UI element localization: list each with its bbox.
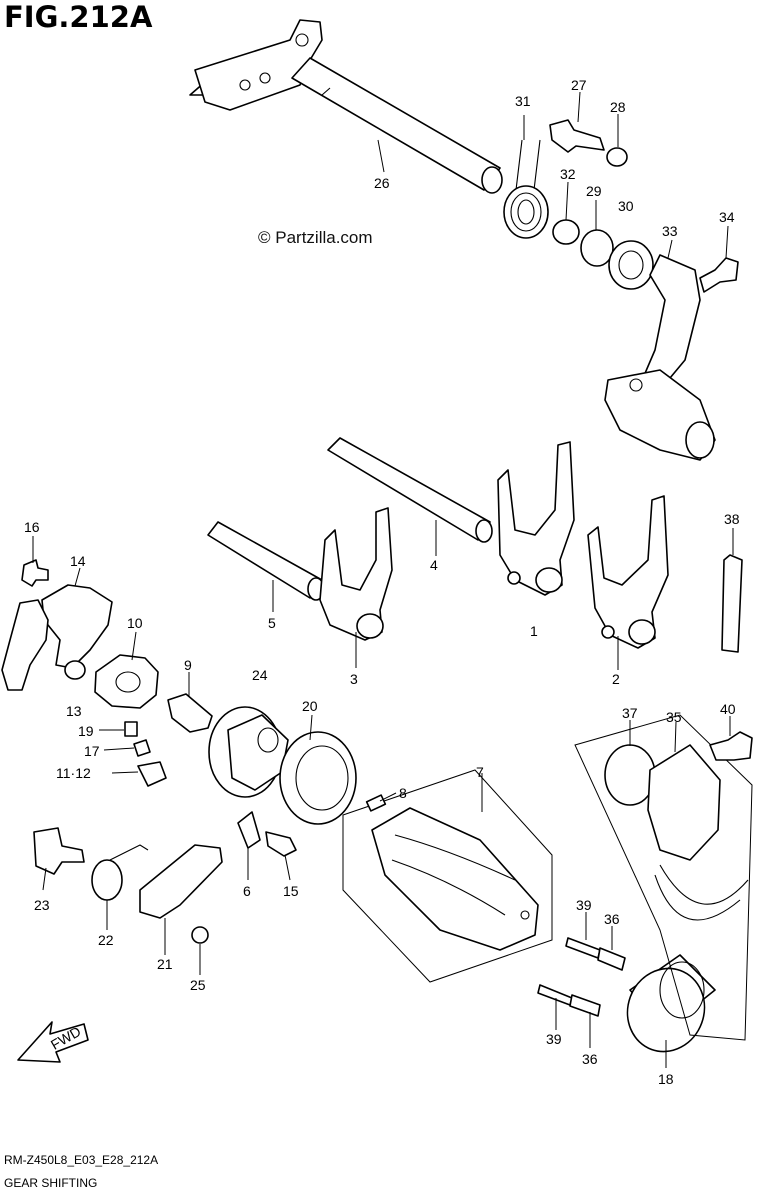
part-6-plate (237, 811, 261, 849)
part-10-cam-driven-gear (94, 654, 159, 709)
part-2-shift-fork (587, 495, 669, 649)
callout-39-a: 39 (576, 897, 592, 913)
callout-27: 27 (571, 77, 587, 93)
part-37-o-ring (604, 744, 656, 806)
callout-15: 15 (283, 883, 299, 899)
callout-23: 23 (34, 897, 50, 913)
callout-5: 5 (268, 615, 276, 631)
model-code: RM-Z450L8_E03_E28_212A (4, 1153, 159, 1167)
callout-36-b: 36 (582, 1051, 598, 1067)
part-21-shift-arm (139, 844, 223, 919)
part-11-12-plate (137, 761, 167, 787)
figure-description: GEAR SHIFTING (4, 1176, 98, 1190)
part-39-spring-a (565, 937, 601, 959)
callout-17: 17 (84, 743, 100, 759)
part-29-washer (580, 229, 614, 267)
part-3-shift-fork (319, 507, 393, 641)
part-4-fork-shaft (327, 437, 491, 541)
callout-6: 6 (243, 883, 251, 899)
part-25-washer (191, 926, 209, 944)
part-4-end (475, 519, 493, 543)
callout-34: 34 (719, 209, 735, 225)
part-36-plunger-b (569, 994, 601, 1017)
callout-11-12: 11·12 (56, 765, 91, 781)
part-36-plunger-a (597, 947, 626, 971)
callout-21: 21 (157, 956, 173, 972)
part-18-needle-bearing (626, 954, 716, 1053)
part-17-pawl (133, 739, 151, 757)
callout-14: 14 (70, 553, 86, 569)
part-15-bolt (265, 831, 297, 857)
part-1-shift-fork (497, 441, 575, 596)
callout-16: 16 (24, 519, 40, 535)
leader-lines (32, 91, 734, 1068)
callout-20: 20 (302, 698, 318, 714)
part-7-gearshift-cam (371, 807, 539, 951)
callout-36-a: 36 (604, 911, 620, 927)
callout-33: 33 (662, 223, 678, 239)
callout-26: 26 (374, 175, 390, 191)
callout-10: 10 (127, 615, 143, 631)
callout-38: 38 (724, 511, 740, 527)
part-30-oil-seal (608, 240, 654, 290)
part-27-bolt (549, 119, 605, 153)
part-26-gearshift-shaft (189, 19, 503, 194)
callout-31: 31 (515, 93, 531, 109)
part-19-spring (124, 721, 138, 737)
callout-29: 29 (586, 183, 602, 199)
part-40-bolt (709, 731, 753, 761)
callout-39-b: 39 (546, 1031, 562, 1047)
callout-13: 13 (66, 703, 82, 719)
part-8-pin (365, 794, 387, 812)
part-9-pin (167, 693, 213, 733)
part-34-bolt (699, 257, 739, 293)
part-28-washer (606, 147, 628, 167)
callout-19: 19 (78, 723, 94, 739)
callout-18: 18 (658, 1071, 674, 1087)
fwd-arrow-icon: FWD (17, 1021, 89, 1063)
callout-24: 24 (252, 667, 268, 683)
part-39-spring-b (537, 984, 573, 1006)
callout-labels: 1 2 3 4 5 6 7 8 9 10 11·12 13 14 15 16 1… (24, 77, 740, 1087)
part-32-circlip (552, 219, 580, 245)
callout-2: 2 (612, 671, 620, 687)
part-14-plate-b (1, 599, 49, 691)
part-38-clip (721, 554, 743, 653)
part-20-bearing (279, 731, 357, 825)
callout-1: 1 (530, 623, 538, 639)
callout-7: 7 (476, 764, 484, 780)
callout-35: 35 (666, 709, 682, 725)
part-31-return-spring (503, 139, 549, 239)
part-7-outline (342, 769, 553, 983)
part-5-fork-shaft (207, 521, 323, 599)
callout-37: 37 (622, 705, 638, 721)
part-35-outline (574, 714, 753, 1041)
figure-title: FIG.212A (4, 0, 153, 34)
callout-8: 8 (399, 785, 407, 801)
part-33-gearshift-lever (604, 254, 716, 461)
callout-22: 22 (98, 932, 114, 948)
part-16-bolt (21, 559, 49, 587)
part-14-plate (41, 584, 113, 669)
part-35-bracket (647, 744, 749, 921)
callout-40: 40 (720, 701, 736, 717)
part-23-bolt (33, 827, 85, 875)
callout-25: 25 (190, 977, 206, 993)
watermark: © Partzilla.com (258, 228, 373, 247)
callout-9: 9 (184, 657, 192, 673)
callout-3: 3 (350, 671, 358, 687)
callout-28: 28 (610, 99, 626, 115)
part-13-washer (64, 660, 86, 680)
callout-30: 30 (618, 198, 634, 214)
part-cam-gear (208, 706, 289, 798)
callout-4: 4 (430, 557, 438, 573)
callout-32: 32 (560, 166, 576, 182)
